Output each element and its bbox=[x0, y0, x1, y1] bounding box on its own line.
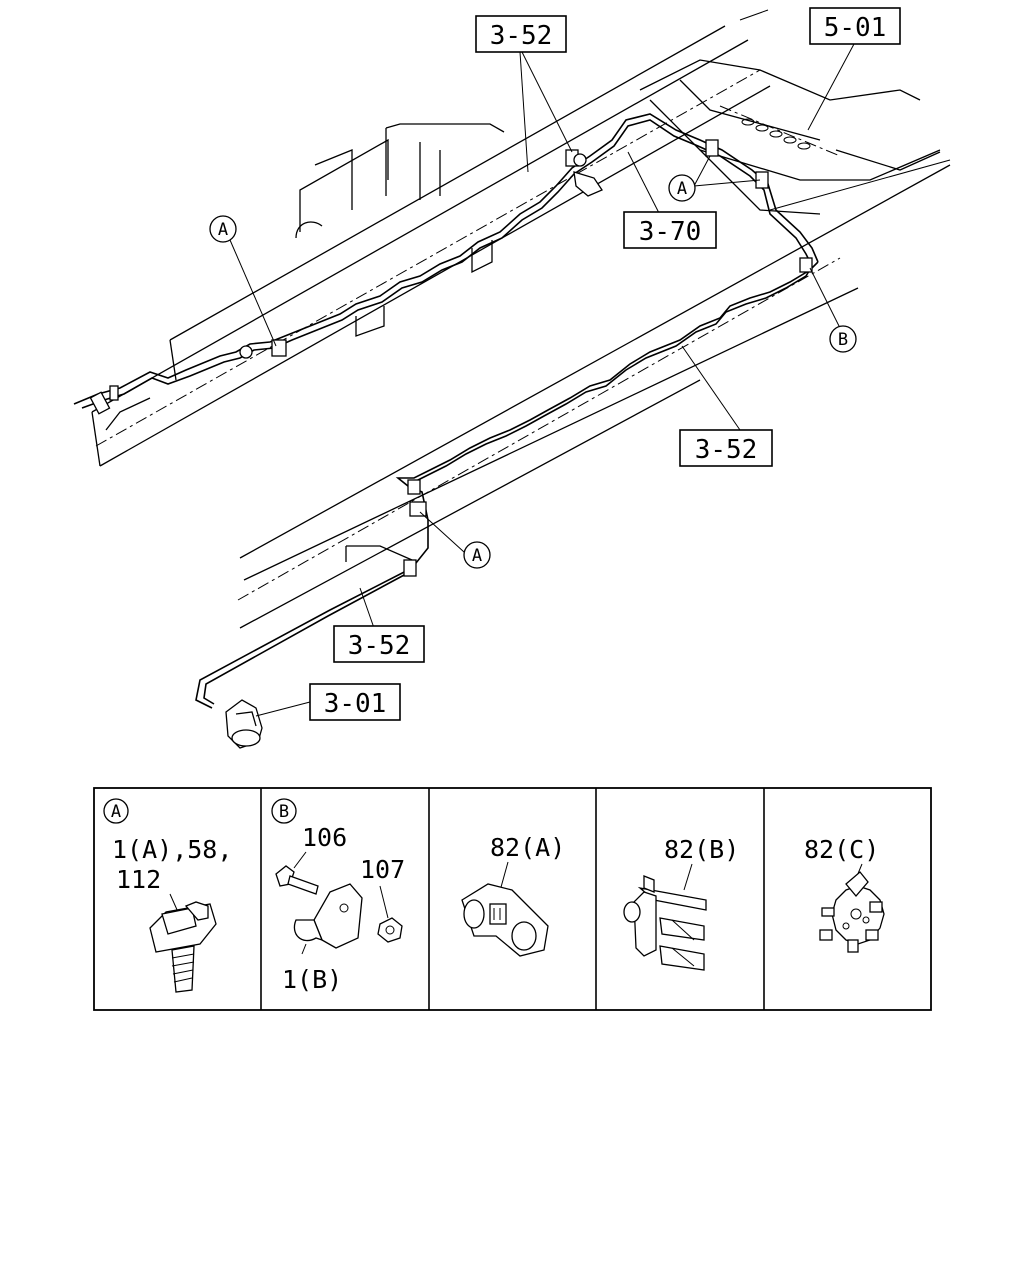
ref-label-3-01: 3-01 bbox=[324, 689, 387, 719]
callout-a-left-text: A bbox=[218, 220, 228, 240]
cell-82c-label: 82(C) bbox=[804, 835, 879, 864]
ref-box-3-52-low: 3-52 bbox=[333, 625, 425, 663]
leader-lines bbox=[229, 43, 855, 717]
ref-label-5-01: 5-01 bbox=[824, 13, 887, 43]
callout-a-right-text: A bbox=[677, 179, 687, 199]
table-cell-82a: 82(A) bbox=[461, 833, 565, 957]
push-clip-icon bbox=[149, 893, 217, 993]
ref-label-3-70: 3-70 bbox=[639, 217, 702, 247]
clip-82c-icon bbox=[819, 863, 885, 953]
cell-82b-label: 82(B) bbox=[664, 835, 739, 864]
frame-illustration bbox=[91, 9, 951, 629]
ref-box-3-52-top: 3-52 bbox=[475, 15, 567, 53]
ref-label-3-52-low: 3-52 bbox=[348, 631, 411, 661]
table-cell-a: A 1(A),58, 112 bbox=[103, 798, 232, 993]
cell-b-label-106: 106 bbox=[302, 823, 347, 852]
clip-82b-icon bbox=[623, 863, 707, 971]
clip-82a-icon bbox=[461, 861, 549, 957]
bracket-bolt-nut-icon bbox=[275, 851, 403, 955]
table-cell-b: B 106 107 1(B) bbox=[271, 798, 405, 994]
cell-82a-label: 82(A) bbox=[490, 833, 565, 862]
cell-b-label-107: 107 bbox=[360, 855, 405, 884]
brake-pipes bbox=[73, 113, 819, 709]
cell-a-label-2: 112 bbox=[116, 865, 161, 894]
ref-label-3-52-mid: 3-52 bbox=[695, 435, 758, 465]
pipe-clips bbox=[89, 139, 813, 577]
callout-a-right: A bbox=[668, 174, 696, 202]
ref-box-3-01: 3-01 bbox=[309, 683, 401, 721]
callout-a-lower: A bbox=[463, 541, 491, 569]
cell-a-label-1: 1(A),58, bbox=[112, 835, 232, 864]
callout-b-right-text: B bbox=[838, 330, 848, 350]
table-cell-82c: 82(C) bbox=[804, 835, 885, 953]
table-cell-82b: 82(B) bbox=[623, 835, 739, 971]
callout-b-right: B bbox=[829, 325, 857, 353]
ref-box-3-70: 3-70 bbox=[623, 211, 717, 249]
ref-box-5-01: 5-01 bbox=[809, 7, 901, 45]
cell-b-label-1b: 1(B) bbox=[282, 965, 342, 994]
parts-table: A 1(A),58, 112 B 106 107 1(B) bbox=[93, 787, 932, 1011]
cell-b-marker: B bbox=[279, 802, 289, 822]
brake-unit-3-01 bbox=[225, 699, 263, 749]
cell-a-marker: A bbox=[111, 802, 121, 822]
ref-box-3-52-mid: 3-52 bbox=[679, 429, 773, 467]
callout-a-lower-text: A bbox=[472, 546, 482, 566]
callout-a-left: A bbox=[209, 215, 237, 243]
ref-label-3-52-top: 3-52 bbox=[490, 21, 553, 51]
